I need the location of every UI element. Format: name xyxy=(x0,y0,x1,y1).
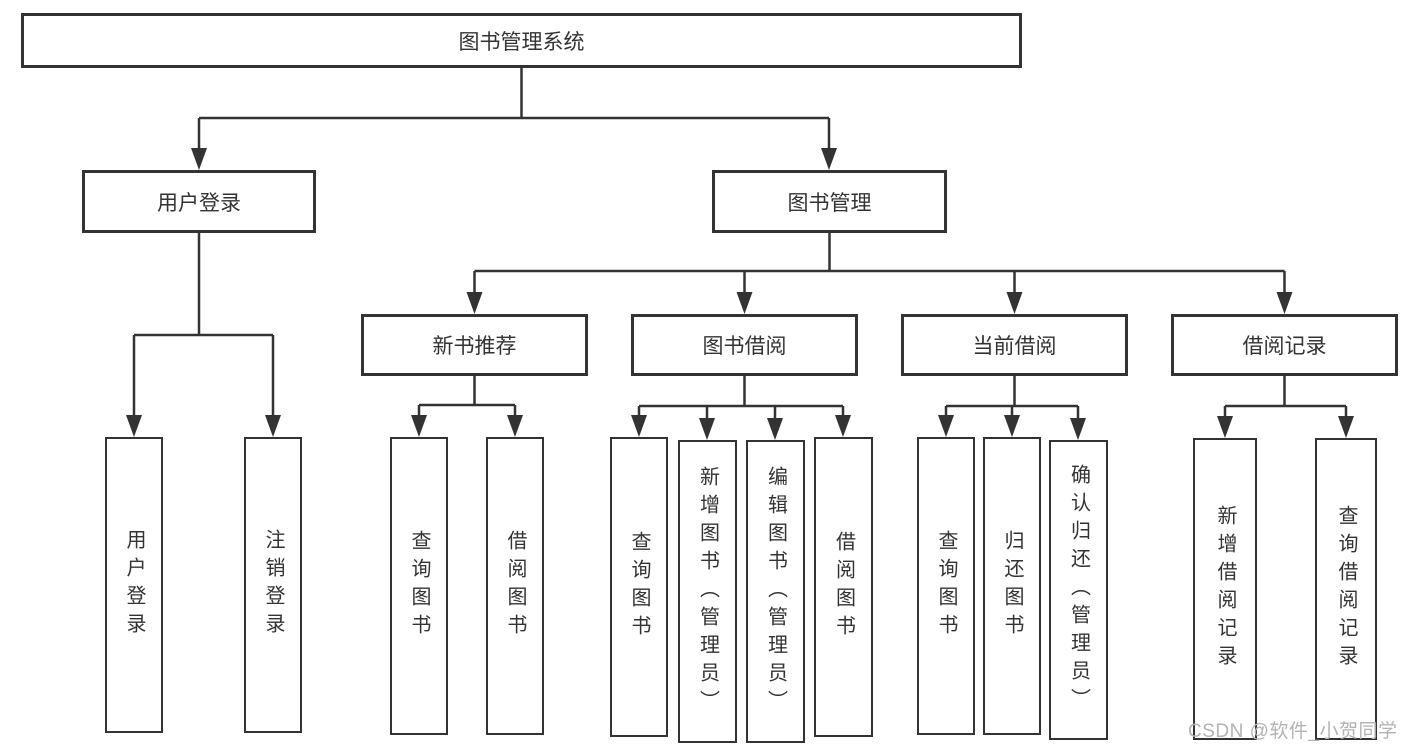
node-book-borrowing: 图书借阅 xyxy=(631,314,858,376)
node-label: 图书管理 xyxy=(787,191,872,215)
node-br-add-record: 新增借阅记录 xyxy=(1193,438,1257,740)
node-label: 新增图书（管理员） xyxy=(696,465,719,718)
node-bb-edit-books-admin: 编辑图书（管理员） xyxy=(746,440,805,743)
node-current-borrowing: 当前借阅 xyxy=(901,314,1128,376)
node-label: 新书推荐 xyxy=(432,335,517,358)
connector-borrowing-records-children xyxy=(1223,376,1348,421)
node-label: 注销登录 xyxy=(262,529,284,641)
arrowhead-br-query-record xyxy=(1338,416,1354,438)
node-label: 确认归还（管理员） xyxy=(1067,464,1090,716)
connector-user-login-children xyxy=(132,233,275,420)
arrowhead-logout-leaf xyxy=(265,415,281,437)
node-label: 图书借阅 xyxy=(702,335,787,358)
arrowhead-book-management xyxy=(821,148,837,170)
node-label: 查询图书 xyxy=(628,531,650,643)
node-user-login-leaf: 用户登录 xyxy=(105,437,163,733)
node-br-query-record: 查询借阅记录 xyxy=(1315,438,1377,740)
node-bb-add-books-admin: 新增图书（管理员） xyxy=(678,440,737,743)
node-label: 新增借阅记录 xyxy=(1214,505,1236,673)
arrowhead-bb-query-books xyxy=(631,415,647,437)
node-borrowing-records: 借阅记录 xyxy=(1171,314,1398,376)
node-label: 用户登录 xyxy=(157,191,241,215)
connector-book-management-to-level3 xyxy=(473,233,1286,297)
node-rec-borrow-books: 借阅图书 xyxy=(486,437,544,735)
arrowhead-bb-borrow-books xyxy=(835,415,851,437)
connector-current-borrowing-children xyxy=(944,376,1080,423)
node-label: 编辑图书（管理员） xyxy=(764,465,787,718)
node-book-management: 图书管理 xyxy=(712,170,947,233)
connector-root-to-level2 xyxy=(197,68,831,153)
arrowhead-rec-borrow-books xyxy=(507,415,523,437)
arrowhead-bb-add-books xyxy=(699,418,715,440)
node-label: 借阅记录 xyxy=(1242,335,1327,358)
node-cb-confirm-return-admin: 确认归还（管理员） xyxy=(1049,440,1108,740)
connector-book-borrowing-children xyxy=(637,376,845,423)
node-label: 借阅图书 xyxy=(832,531,855,643)
arrowhead-cb-query-books xyxy=(938,415,954,437)
node-cb-query-books: 查询图书 xyxy=(917,437,975,735)
arrowhead-book-borrowing xyxy=(736,292,753,314)
node-bb-borrow-books: 借阅图书 xyxy=(814,437,873,737)
node-cb-return-books: 归还图书 xyxy=(983,437,1041,735)
node-user-login: 用户登录 xyxy=(82,170,316,233)
node-label: 借阅图书 xyxy=(504,530,526,642)
arrowhead-bb-edit-books xyxy=(767,418,783,440)
node-bb-query-books: 查询图书 xyxy=(610,437,668,737)
csdn-watermark: CSDN @软件_小贺同学 xyxy=(1188,721,1398,742)
node-new-book-recommend: 新书推荐 xyxy=(361,314,588,376)
arrowhead-user-login xyxy=(191,148,207,170)
arrowhead-current-borrowing xyxy=(1006,292,1023,314)
node-label: 查询图书 xyxy=(935,530,957,642)
node-rec-query-books: 查询图书 xyxy=(390,437,448,735)
node-label: 查询图书 xyxy=(408,530,430,642)
connector-new-book-recommend-children xyxy=(417,376,517,420)
node-logout: 注销登录 xyxy=(244,437,302,733)
node-library-management-system: 图书管理系统 xyxy=(21,13,1022,68)
arrowhead-cb-confirm-return xyxy=(1070,418,1086,440)
node-label: 查询借阅记录 xyxy=(1335,505,1357,673)
arrowhead-new-book-recommend xyxy=(466,292,483,314)
arrowhead-br-add-record xyxy=(1217,416,1233,438)
arrowhead-user-login-leaf xyxy=(126,415,142,437)
node-label: 当前借阅 xyxy=(972,335,1057,358)
node-label: 用户登录 xyxy=(123,529,145,641)
node-label: 归还图书 xyxy=(1001,530,1023,642)
node-label: 图书管理系统 xyxy=(458,30,585,54)
arrowhead-borrowing-records xyxy=(1276,292,1293,314)
arrowhead-rec-query-books xyxy=(411,415,427,437)
arrowhead-cb-return-books xyxy=(1004,415,1020,437)
